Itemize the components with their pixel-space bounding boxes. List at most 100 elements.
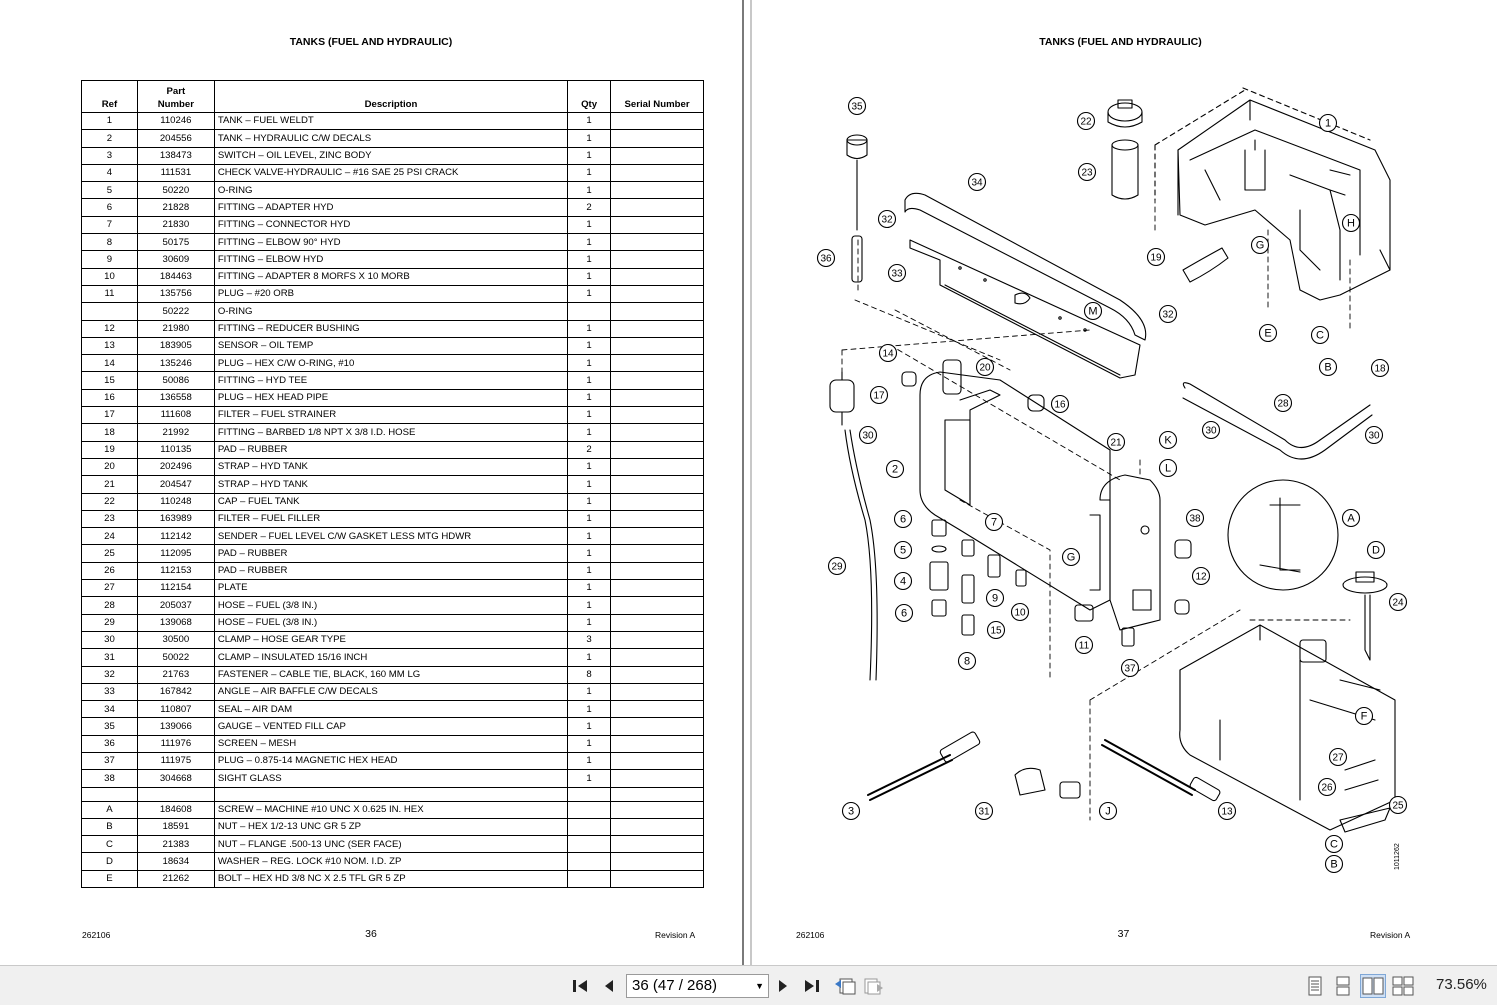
cell-description: FASTENER – CABLE TIE, BLACK, 160 MM LG (213, 665, 569, 684)
cell-serial-number (610, 146, 704, 165)
cell-ref: 9 (81, 250, 138, 269)
callout-circle (1324, 854, 1344, 874)
cell-part-number: 167842 (136, 682, 215, 702)
prev-page-button[interactable] (596, 974, 622, 998)
go-forward-button[interactable] (860, 974, 886, 998)
cell-qty: 1 (567, 509, 612, 529)
callout-bubble: 22 (1076, 111, 1096, 131)
cell-serial-number (610, 527, 704, 546)
cell-description: FITTING – ADAPTER 8 MORFS X 10 MORB (213, 267, 569, 286)
cell-description: FITTING – BARBED 1/8 NPT X 3/8 I.D. HOSE (213, 423, 569, 442)
cell-description: CLAMP – INSULATED 15/16 INCH (213, 648, 569, 667)
cell-ref: 16 (81, 388, 138, 408)
cell-description: FITTING – HYD TEE (213, 371, 569, 390)
cell-serial-number (610, 717, 704, 736)
zoom-level[interactable]: 73.56% (1436, 976, 1487, 993)
callout-circle (1366, 540, 1386, 560)
cell-qty: 1 (567, 233, 612, 252)
cell-part-number: 204547 (136, 475, 215, 494)
callout-circle (985, 588, 1005, 608)
cell-serial-number (610, 111, 704, 131)
insulated-clamp-drawing (1014, 767, 1046, 796)
callout-circle (1354, 706, 1374, 726)
next-page-icon (779, 980, 787, 992)
cell-part-number: 110246 (136, 111, 215, 131)
callout-circle (1201, 420, 1221, 440)
cell-part-number: 30609 (136, 250, 215, 269)
cell-description: PLUG – HEX HEAD PIPE (213, 388, 569, 408)
cell-serial-number (610, 509, 704, 529)
callout-label: 31 (978, 807, 990, 818)
cell-part-number: 135246 (136, 354, 215, 373)
cell-description: BOLT – HEX HD 3/8 NC X 2.5 TFL GR 5 ZP (213, 869, 569, 889)
callout-circle (1158, 458, 1178, 478)
callout-bubble: 19 (1146, 247, 1166, 267)
detail-circle-drawing (1227, 479, 1339, 591)
cell-ref: 27 (81, 579, 138, 598)
cell-part-number: 50175 (136, 233, 215, 252)
cell-ref: 25 (81, 544, 138, 563)
callout-label: A (1347, 513, 1355, 525)
cell-ref: B (81, 817, 138, 837)
callout-bubble: 12 (1191, 566, 1211, 586)
cell-qty: 1 (567, 751, 612, 771)
cell-serial-number (610, 440, 704, 459)
cell-ref: 14 (81, 354, 138, 373)
cell-description: SENDER – FUEL LEVEL C/W GASKET LESS MTG … (213, 527, 569, 546)
cell-ref: 5 (81, 181, 138, 200)
sensor-cable-drawing (1101, 739, 1196, 796)
callout-circle (1010, 602, 1030, 622)
callout-label: 25 (1392, 801, 1404, 812)
callout-circle (1364, 425, 1384, 445)
two-page-continuous-view-button[interactable] (1390, 974, 1416, 998)
callout-label: B (1324, 362, 1331, 374)
last-page-button[interactable] (798, 974, 824, 998)
table-cell-empty (567, 786, 612, 802)
continuous-view-button[interactable] (1330, 974, 1356, 998)
callout-circle (893, 509, 913, 529)
cell-description: PAD – RUBBER (213, 561, 569, 581)
callout-label: 1 (1325, 118, 1331, 130)
cell-part-number: 304668 (136, 769, 215, 788)
cell-serial-number (610, 869, 704, 889)
cell-qty: 1 (567, 457, 612, 477)
next-page-button[interactable] (770, 974, 796, 998)
first-page-button[interactable] (568, 974, 594, 998)
single-page-view-button[interactable] (1302, 974, 1328, 998)
cell-ref: 23 (81, 509, 138, 529)
callout-label: M (1088, 306, 1097, 318)
cell-qty: 1 (567, 682, 612, 702)
cell-ref: 35 (81, 717, 138, 736)
callout-circle (1328, 747, 1348, 767)
cell-qty: 1 (567, 111, 612, 131)
page-selector[interactable]: 36 (47 / 268) ▼ (626, 974, 769, 998)
callout-label: 11 (1079, 641, 1090, 652)
go-back-button[interactable] (832, 974, 858, 998)
callout-label: 15 (990, 626, 1002, 637)
cell-part-number: 30500 (136, 630, 215, 650)
callout-circle (858, 425, 878, 445)
cell-ref: 19 (81, 440, 138, 459)
callout-circle (1250, 235, 1270, 255)
header-part-line2: Number (157, 99, 194, 110)
callout-bubble: D (1366, 540, 1386, 560)
cell-part-number: 18634 (136, 852, 215, 871)
callout-label: 5 (900, 545, 906, 557)
cell-description: SENSOR – OIL TEMP (213, 336, 569, 356)
callout-circle (878, 343, 898, 363)
two-page-view-button[interactable] (1360, 974, 1386, 998)
rubber-pad-drawing (1182, 247, 1229, 283)
callout-circle (974, 801, 994, 821)
callout-circle (893, 571, 913, 591)
cell-serial-number (610, 544, 704, 563)
callout-label: 2 (892, 464, 898, 476)
cell-qty: 1 (567, 648, 612, 667)
callout-circle (1185, 508, 1205, 528)
